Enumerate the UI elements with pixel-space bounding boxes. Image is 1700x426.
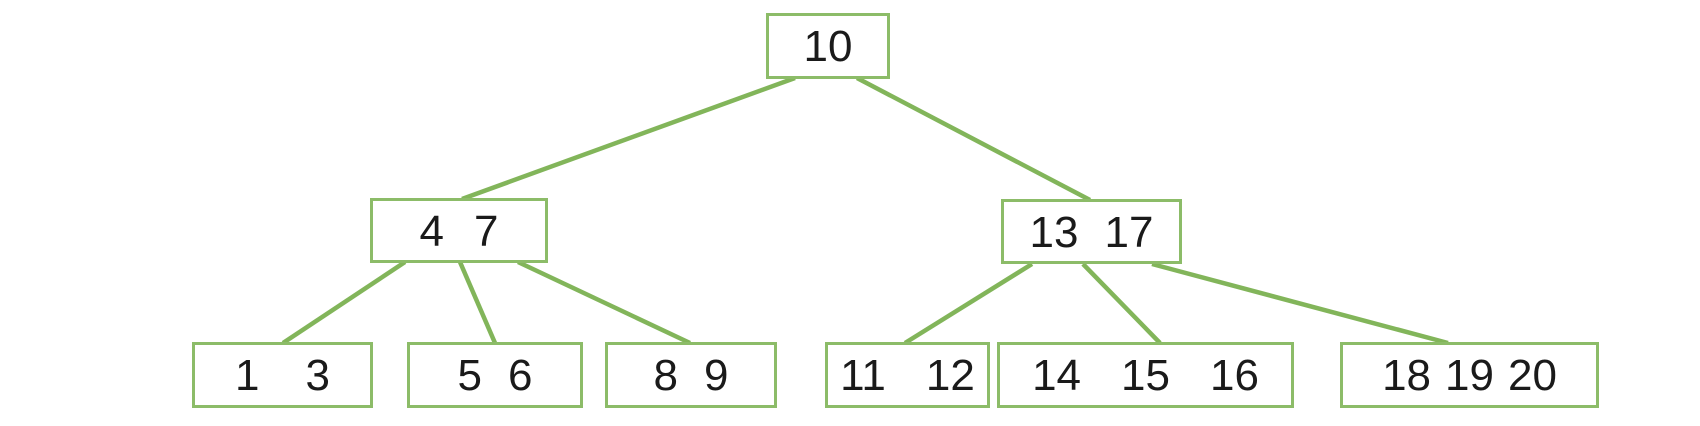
edge-4-7-to-leaf-1-3 xyxy=(281,260,407,345)
node-key: 19 xyxy=(1445,351,1494,400)
node-key: 4 xyxy=(419,206,444,256)
node-key: 20 xyxy=(1507,351,1557,400)
node-key: 7 xyxy=(474,206,499,256)
node-key: 14 xyxy=(1032,351,1082,400)
tree-node-leaf-11-12: 11 12 xyxy=(825,342,990,408)
tree-node-leaf-18-19-20: 18 19 20 xyxy=(1340,342,1599,408)
node-key: 13 xyxy=(1029,207,1079,257)
node-key: 10 xyxy=(803,22,853,71)
node-key: 5 xyxy=(457,351,482,400)
node-key: 11 xyxy=(840,351,886,400)
tree-node-leaf-14-15-16: 14 15 16 xyxy=(997,342,1294,408)
node-key: 18 xyxy=(1382,351,1432,400)
node-key: 17 xyxy=(1104,207,1154,257)
node-key: 16 xyxy=(1209,351,1259,400)
node-key: 6 xyxy=(508,351,533,400)
node-key: 3 xyxy=(305,351,330,400)
edge-4-7-to-leaf-5-6 xyxy=(457,261,498,344)
node-key: 12 xyxy=(925,351,975,400)
node-key: 9 xyxy=(704,351,729,400)
edge-13-17-to-leaf-11-12 xyxy=(903,262,1034,345)
edge-13-17-to-leaf-18-19-20 xyxy=(1151,261,1449,346)
edge-root-to-13-17 xyxy=(855,76,1092,202)
edge-13-17-to-leaf-14-15-16 xyxy=(1081,262,1162,345)
edge-root-to-4-7 xyxy=(461,75,796,202)
tree-node-root: 10 xyxy=(766,13,890,79)
tree-node-13-17: 13 17 xyxy=(1001,199,1182,264)
node-key: 15 xyxy=(1121,351,1170,400)
node-key: 8 xyxy=(653,351,678,400)
node-key: 1 xyxy=(235,351,260,400)
edge-4-7-to-leaf-8-9 xyxy=(517,259,691,346)
